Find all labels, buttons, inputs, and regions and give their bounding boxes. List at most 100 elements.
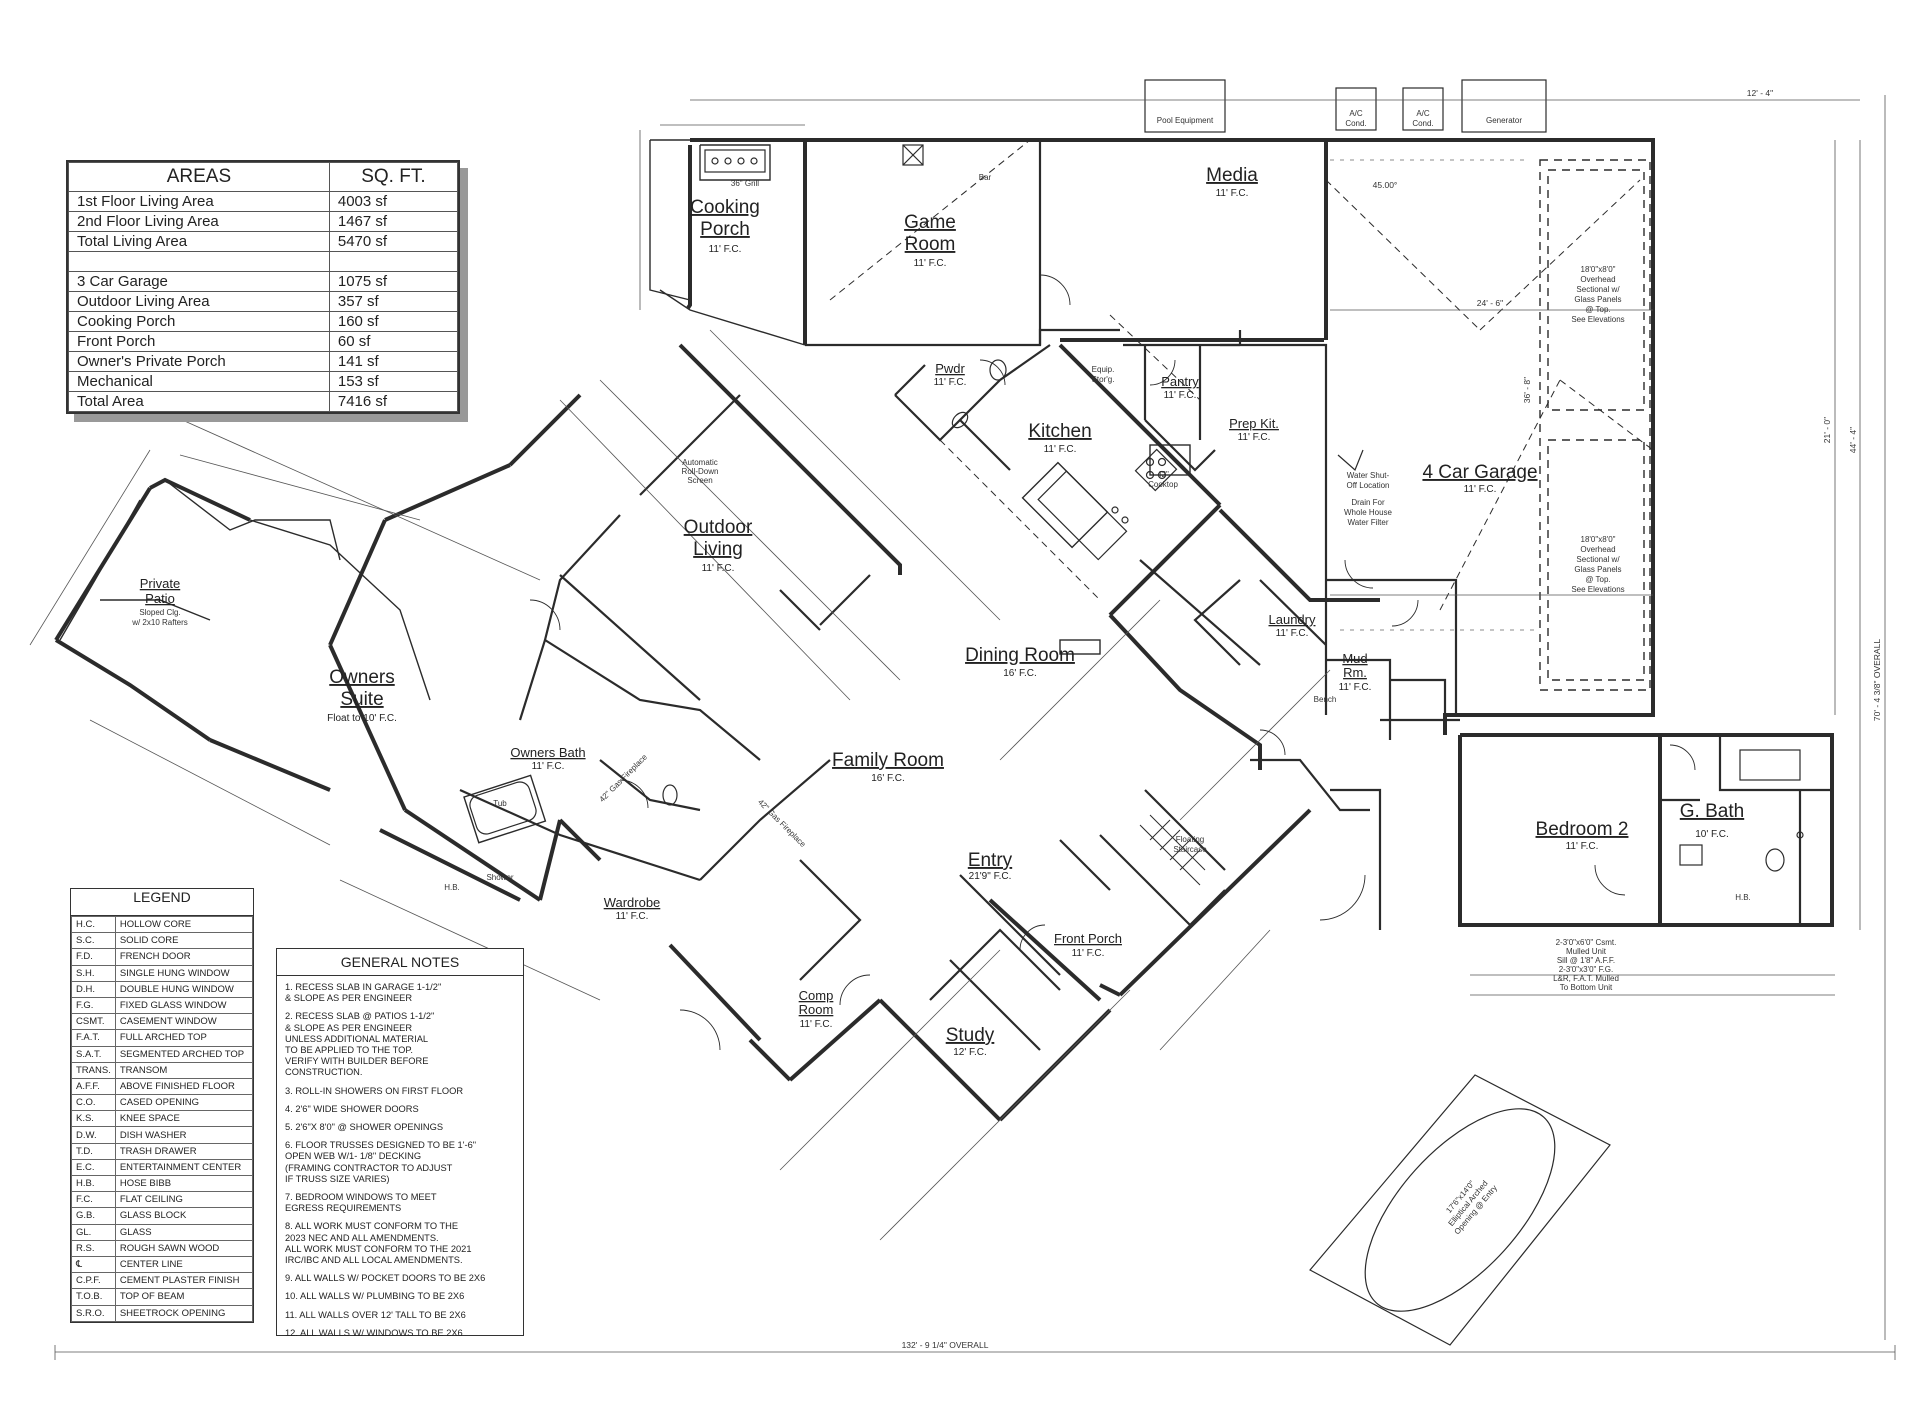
ac-condenser-1 (1335, 87, 1377, 131)
areas-value: 153 sf (328, 371, 459, 392)
legend-text: SEGMENTED ARCHED TOP (114, 1045, 254, 1063)
legend-text: ENTERTAINMENT CENTER (114, 1158, 254, 1177)
legend-text: KNEE SPACE (114, 1110, 254, 1128)
areas-label: Mechanical (68, 371, 330, 392)
legend-abbr: H.C. (71, 915, 116, 934)
legend-text: SINGLE HUNG WINDOW (114, 964, 254, 982)
legend-abbr: E.C. (71, 1158, 116, 1177)
areas-label: 3 Car Garage (68, 271, 330, 292)
legend-abbr: GL. (71, 1223, 116, 1241)
legend-abbr: T.O.B. (71, 1288, 116, 1306)
room-comp-room: Comp (799, 988, 834, 1003)
note-garage-door-2c: Sectional w/ (1576, 555, 1620, 564)
areas-spacer-row (68, 251, 459, 272)
note-garage-door-1e: @ Top. (1585, 305, 1610, 314)
room-bedroom-2: Bedroom 2 (1536, 819, 1629, 840)
note-garage-door-2d: Glass Panels (1574, 565, 1621, 574)
legend-abbr: D.H. (71, 980, 116, 998)
room-prep-kitchen: Prep Kit. (1229, 416, 1279, 431)
legend-text: FRENCH DOOR (114, 948, 254, 966)
legend-row: S.A.T.SEGMENTED ARCHED TOP (71, 1045, 254, 1063)
legend-text: HOSE BIBB (114, 1174, 254, 1193)
room-owners-suite: Owners (329, 667, 394, 688)
fixtures (469, 144, 1804, 872)
areas-label: 2nd Floor Living Area (68, 211, 330, 232)
ceiling-dining: 16' F.C. (1003, 668, 1037, 679)
legend-row: F.G.FIXED GLASS WINDOW (71, 996, 254, 1015)
legend-row: S.C.SOLID CORE (71, 932, 254, 950)
note-garage-door-1: 18'0"x8'0" (1581, 265, 1616, 274)
room-comp-room-2: Room (799, 1002, 834, 1017)
room-outdoor-living-2: Living (693, 539, 743, 560)
legend-row: H.C.HOLLOW CORE (71, 915, 254, 934)
room-garage: 4 Car Garage (1422, 462, 1537, 483)
legend-text: DISH WASHER (114, 1126, 254, 1144)
dim-top-right: 12' - 4" (1747, 88, 1773, 98)
room-kitchen: Kitchen (1028, 421, 1091, 442)
label-pool-equipment: Pool Equipment (1157, 116, 1214, 125)
areas-label: Total Area (68, 391, 330, 412)
note-item: 6. FLOOR TRUSSES DESIGNED TO BE 1'-6" OP… (285, 1140, 477, 1184)
note-item: 3. ROLL-IN SHOWERS ON FIRST FLOOR (285, 1085, 464, 1096)
legend-abbr: F.A.T. (71, 1029, 116, 1047)
pool-equipment-pad (1144, 79, 1226, 133)
legend-text: FULL ARCHED TOP (114, 1029, 254, 1047)
note-bedroom-window-6: To Bottom Unit (1560, 983, 1613, 992)
note-cooktop-2: Cooktop (1148, 480, 1178, 489)
ceiling-family: 16' F.C. (871, 773, 905, 784)
note-grill: 36" Grill (731, 179, 759, 188)
note-bench: Bench (1314, 695, 1337, 704)
room-owners-bath: Owners Bath (510, 745, 585, 760)
legend-abbr: D.W. (71, 1126, 116, 1144)
areas-label: Cooking Porch (68, 311, 330, 332)
areas-value: 357 sf (328, 291, 459, 312)
legend-title: LEGEND (71, 889, 253, 916)
note-garage-door-1d: Glass Panels (1574, 295, 1621, 304)
legend-text: TRASH DRAWER (114, 1142, 254, 1160)
areas-value: 60 sf (328, 331, 459, 352)
room-family: Family Room (832, 750, 944, 771)
room-cooking-porch: Cooking (690, 197, 760, 218)
note-fireplace-family: 42" Gas Fireplace (756, 798, 808, 850)
ceiling-mud: 11' F.C. (1339, 682, 1372, 693)
room-game-room-2: Room (905, 234, 956, 255)
note-garage-door-2e: @ Top. (1585, 575, 1610, 584)
legend-row: T.D.TRASH DRAWER (71, 1142, 254, 1160)
note-floating-stair: Floating (1176, 835, 1204, 844)
areas-value: 7416 sf (328, 391, 459, 412)
legend-abbr: F.C. (71, 1191, 116, 1209)
note-item: 7. BEDROOM WINDOWS TO MEET EGRESS REQUIR… (285, 1192, 437, 1214)
ceiling-guest-bath: 10' F.C. (1695, 829, 1729, 840)
note-auto-screen-3: Screen (687, 476, 712, 485)
legend-text: GLASS (114, 1223, 254, 1241)
legend-text: DOUBLE HUNG WINDOW (114, 980, 254, 998)
note-item: 11. ALL WALLS OVER 12' TALL TO BE 2X6 (285, 1309, 466, 1320)
note-drain: Drain For (1351, 498, 1385, 507)
note-cooktop: 42" (1157, 470, 1169, 479)
legend-row: S.R.O.SHEETROCK OPENING (71, 1304, 254, 1322)
areas-value: 160 sf (328, 311, 459, 332)
note-water-shutoff: Water Shut- (1347, 471, 1390, 480)
room-front-porch: Front Porch (1054, 931, 1122, 946)
note-item: 5. 2'6"X 8'0" @ SHOWER OPENINGS (285, 1122, 444, 1133)
second-floor-lines (829, 139, 1654, 611)
legend-abbr: F.D. (71, 948, 116, 966)
note-bedroom-window-4: 2-3'0"x3'0" F.G. (1559, 965, 1614, 974)
legend-row: C.P.F.CEMENT PLASTER FINISH (71, 1272, 254, 1290)
legend-abbr: R.S. (71, 1239, 116, 1257)
legend-row: TRANS.TRANSOM (71, 1061, 254, 1079)
legend-row: T.O.B.TOP OF BEAM (71, 1288, 254, 1306)
areas-value: 1467 sf (328, 211, 459, 232)
note-item: 12. ALL WALLS W/ WINDOWS TO BE 2X6 (285, 1327, 463, 1338)
legend-row: F.C.FLAT CEILING (71, 1191, 254, 1209)
ceiling-garage: 11' F.C. (1464, 484, 1497, 495)
note-bedroom-window-3: Sill @ 1'8" A.F.F. (1557, 956, 1615, 965)
legend-text: CEMENT PLASTER FINISH (114, 1272, 254, 1290)
note-auto-screen: Automatic (682, 458, 718, 467)
